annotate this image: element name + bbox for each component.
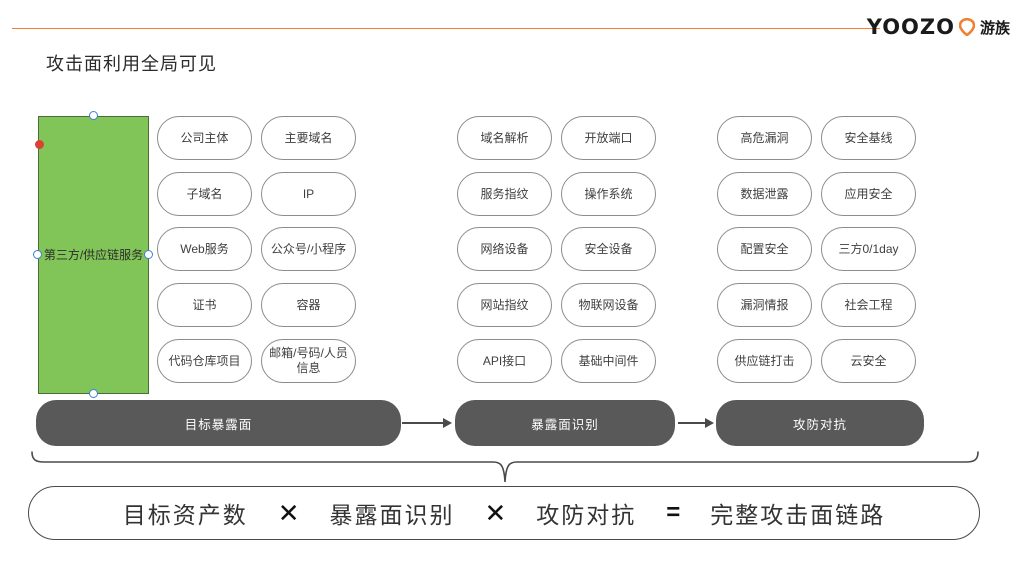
- pill-label: 子域名: [186, 186, 223, 201]
- selection-handle-bottom[interactable]: [89, 389, 98, 398]
- formula-operator-multiply-2: ✕: [484, 498, 507, 528]
- pill-label: 邮箱/号码/人员信息: [269, 346, 348, 375]
- pill-item[interactable]: 网络设备: [457, 227, 552, 271]
- stage-arrow-2: [678, 418, 714, 428]
- pill-label: 配置安全: [740, 241, 789, 256]
- stage-bar-attack-defense[interactable]: 攻防对抗: [716, 400, 924, 446]
- pill-item[interactable]: API接口: [457, 339, 552, 383]
- pill-item[interactable]: 安全基线: [821, 116, 916, 160]
- pill-label: 安全设备: [584, 241, 633, 256]
- pill-item[interactable]: 代码仓库项目: [157, 339, 252, 383]
- pill-item[interactable]: 域名解析: [457, 116, 552, 160]
- logo-chinese-name: 游族: [979, 19, 1010, 37]
- page-title: 攻击面利用全局可见: [46, 54, 217, 74]
- stage-bar-target-exposure[interactable]: 目标暴露面: [36, 400, 401, 446]
- pill-label: 漏洞情报: [740, 297, 789, 312]
- pill-label: 高危漏洞: [740, 130, 789, 145]
- pill-item[interactable]: 高危漏洞: [717, 116, 812, 160]
- selection-handle-left[interactable]: [33, 250, 42, 259]
- pill-item[interactable]: 子域名: [157, 172, 252, 216]
- pill-label: 三方0/1day: [838, 241, 899, 256]
- stage-bar-label: 目标暴露面: [184, 417, 253, 432]
- pill-label: 容器: [296, 297, 321, 312]
- pill-item[interactable]: 数据泄露: [717, 172, 812, 216]
- pill-label: 数据泄露: [740, 186, 789, 201]
- pill-label: 开放端口: [584, 130, 633, 145]
- formula-operator-equals: =: [666, 499, 681, 526]
- logo-wordmark: YOOZO: [866, 15, 955, 39]
- pill-item[interactable]: 基础中间件: [561, 339, 656, 383]
- pill-item[interactable]: 社会工程: [821, 283, 916, 327]
- pill-label: 基础中间件: [578, 353, 639, 368]
- pill-item[interactable]: 操作系统: [561, 172, 656, 216]
- pill-item[interactable]: 公司主体: [157, 116, 252, 160]
- pill-item[interactable]: 邮箱/号码/人员信息: [261, 339, 356, 383]
- pill-item[interactable]: 云安全: [821, 339, 916, 383]
- pill-label: 物联网设备: [578, 297, 639, 312]
- stage-arrow-1: [402, 418, 452, 428]
- pill-item[interactable]: 主要域名: [261, 116, 356, 160]
- pill-label: 安全基线: [844, 130, 893, 145]
- formula-term-exposure-identify: 暴露面识别: [329, 502, 455, 528]
- selection-handle-right[interactable]: [144, 250, 153, 259]
- stage-bar-exposure-identify[interactable]: 暴露面识别: [455, 400, 675, 446]
- pill-label: 网络设备: [480, 241, 529, 256]
- pill-item[interactable]: 应用安全: [821, 172, 916, 216]
- pill-label: 社会工程: [844, 297, 893, 312]
- pill-label: 域名解析: [480, 130, 529, 145]
- header-accent-rule: [12, 28, 880, 29]
- summary-brace: [30, 450, 980, 484]
- pill-item[interactable]: Web服务: [157, 227, 252, 271]
- yoozoo-pin-icon: [958, 18, 975, 36]
- pill-label: 服务指纹: [480, 186, 529, 201]
- pill-label: IP: [302, 186, 315, 201]
- formula-term-full-attack-chain: 完整攻击面链路: [710, 502, 886, 528]
- pill-label: 供应链打击: [734, 353, 795, 368]
- pill-item[interactable]: 容器: [261, 283, 356, 327]
- pill-label: 主要域名: [284, 130, 333, 145]
- pill-item[interactable]: 安全设备: [561, 227, 656, 271]
- pill-item[interactable]: 公众号/小程序: [261, 227, 356, 271]
- pill-label: 操作系统: [584, 186, 633, 201]
- pill-item[interactable]: 配置安全: [717, 227, 812, 271]
- selection-handle-top[interactable]: [89, 111, 98, 120]
- pill-item[interactable]: 服务指纹: [457, 172, 552, 216]
- formula-operator-multiply-1: ✕: [277, 498, 300, 528]
- pill-item[interactable]: 供应链打击: [717, 339, 812, 383]
- pill-label: 云安全: [850, 353, 887, 368]
- yoozoo-logo: YOOZO 游族: [867, 12, 1010, 42]
- pill-item[interactable]: 网站指纹: [457, 283, 552, 327]
- pill-item[interactable]: 证书: [157, 283, 252, 327]
- pill-label: API接口: [482, 353, 527, 368]
- pill-label: 证书: [192, 297, 217, 312]
- formula-term-attack-defense: 攻防对抗: [536, 502, 637, 528]
- pill-label: 公众号/小程序: [270, 241, 347, 256]
- pill-label: 代码仓库项目: [168, 353, 241, 368]
- pill-item[interactable]: 三方0/1day: [821, 227, 916, 271]
- stage-bar-label: 暴露面识别: [531, 417, 599, 432]
- pill-item[interactable]: 物联网设备: [561, 283, 656, 327]
- supply-chain-service-label: 第三方/供应链服务: [43, 247, 144, 262]
- pill-item[interactable]: IP: [261, 172, 356, 216]
- pill-label: Web服务: [180, 241, 229, 256]
- selection-handle-rotate[interactable]: [35, 140, 44, 149]
- pill-label: 网站指纹: [480, 297, 529, 312]
- supply-chain-service-block[interactable]: 第三方/供应链服务: [38, 116, 149, 394]
- pill-label: 应用安全: [844, 186, 893, 201]
- pill-item[interactable]: 开放端口: [561, 116, 656, 160]
- pill-item[interactable]: 漏洞情报: [717, 283, 812, 327]
- pill-label: 公司主体: [180, 130, 229, 145]
- formula-term-target-assets: 目标资产数: [122, 502, 248, 528]
- formula-box: 目标资产数 ✕ 暴露面识别 ✕ 攻防对抗 = 完整攻击面链路: [28, 486, 980, 540]
- stage-bar-label: 攻防对抗: [792, 417, 847, 432]
